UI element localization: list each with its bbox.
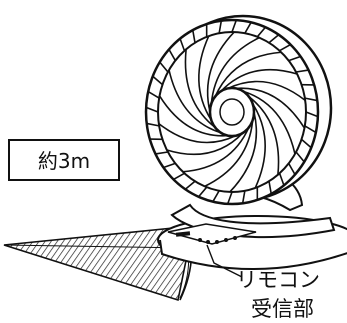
receiver-label-line-2: 受信部 <box>251 297 314 321</box>
fan-blade-line <box>214 51 282 97</box>
fan-blade-line <box>210 36 260 104</box>
grille-rib <box>155 151 169 155</box>
grille-rib <box>145 106 159 113</box>
grille-rib <box>304 97 318 102</box>
grille-rib <box>279 43 291 52</box>
control-panel <box>167 223 257 245</box>
receiver-label: リモコン 受信部 <box>236 268 320 321</box>
fan-blade-line <box>158 122 237 144</box>
fan-blade-line <box>206 31 235 113</box>
fan-blade-line <box>198 35 213 121</box>
grille-rib <box>268 181 273 195</box>
fan-blade-line <box>182 127 250 173</box>
grille-rib <box>212 190 220 203</box>
fan-grille <box>145 19 319 205</box>
grille-rib <box>152 75 163 86</box>
fan-blade-line <box>184 49 216 129</box>
fan-blades <box>158 31 306 193</box>
grille-rib <box>278 173 285 186</box>
grille-rib <box>147 90 160 99</box>
grille-rib <box>226 191 233 205</box>
fan-blade-line <box>158 95 229 137</box>
fan-blade-line <box>242 90 296 155</box>
grille-rib <box>244 21 252 34</box>
fan-blade-line <box>227 80 306 102</box>
grille-rib <box>295 69 309 73</box>
grille-rib <box>173 172 185 181</box>
fan-blade-line <box>229 111 258 193</box>
fan-blade-line <box>166 132 244 156</box>
grille-rib <box>163 162 176 169</box>
grille-rib <box>304 125 317 134</box>
fan-blade-line <box>220 68 298 92</box>
fan-illustration <box>144 14 333 206</box>
grille-rib <box>218 20 223 34</box>
grille-rib <box>146 122 160 127</box>
grille-rib <box>301 138 312 149</box>
grille-rib <box>191 29 196 43</box>
leader-line-icon <box>206 244 243 278</box>
fan-blade-line <box>168 69 222 134</box>
fan-blade-line <box>251 103 266 189</box>
grille-rib <box>305 111 319 118</box>
grille-rib <box>268 34 280 44</box>
distance-label: 約3m <box>38 149 90 173</box>
grille-rib <box>295 151 305 163</box>
fan-blade-line <box>235 87 306 129</box>
grille-rib <box>241 190 246 204</box>
grille-rib <box>184 180 196 190</box>
fan-blade-line <box>204 120 254 188</box>
grille-rib <box>159 61 169 73</box>
grille-rib <box>231 19 238 33</box>
grille-rib <box>168 49 177 61</box>
grille-rib <box>287 163 296 175</box>
receiver-label-line-1: リモコン <box>236 268 320 292</box>
grille-rib <box>256 26 267 38</box>
grille-rib <box>197 186 208 198</box>
distance-label-box: 約3m <box>8 139 120 181</box>
fan-blade-line <box>248 95 280 175</box>
grille-rib <box>179 38 186 51</box>
grille-rib <box>288 55 301 62</box>
